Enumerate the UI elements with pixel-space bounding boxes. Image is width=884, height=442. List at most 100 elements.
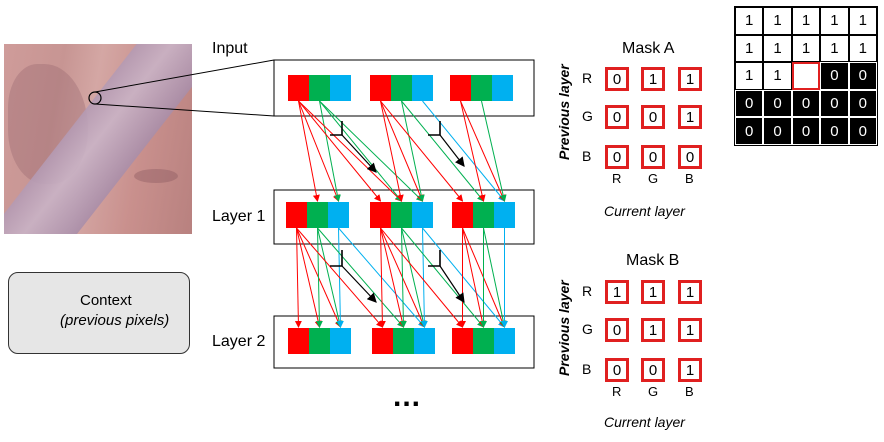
layer2-pixel-1-red xyxy=(288,328,309,354)
causal-mask-cell-1-1: 1 xyxy=(735,7,764,35)
mask-b-col-label-r: R xyxy=(612,384,622,399)
layer2-pixel-2-red xyxy=(372,328,393,354)
mask-b-cell-r-b: 1 xyxy=(678,280,702,304)
causal-mask-cell-3-4: 0 xyxy=(820,62,849,90)
layer1-pixel-3-blue xyxy=(494,202,515,228)
mask-b-col-axis-label: Current layer xyxy=(604,414,685,430)
context-legend-subtitle: (previous pixels) xyxy=(60,312,170,329)
connection-arrow-32 xyxy=(380,227,464,328)
mask-b-row-axis-label: Previous layer xyxy=(556,280,572,376)
connection-arrow-21 xyxy=(317,227,343,328)
mask-b-row-label-r: R xyxy=(582,283,593,299)
mask-b-cell-b-r: 0 xyxy=(605,358,629,382)
layer1-pixel-2-blue xyxy=(412,202,433,228)
mask-b-col-label-b: B xyxy=(685,384,694,399)
mask-a-cell-b-r: 0 xyxy=(605,145,629,169)
connection-arrow-26 xyxy=(378,227,386,328)
causal-mask-cell-5-4: 0 xyxy=(820,117,849,145)
layer1-pixel-1-red xyxy=(286,202,307,228)
connection-arrow-30 xyxy=(401,227,427,328)
layer2-pixel-3-blue xyxy=(494,328,515,354)
connection-arrow-20 xyxy=(315,227,323,328)
connection-arrow-15 xyxy=(460,100,506,202)
causal-mask-cell-1-2: 1 xyxy=(763,7,792,35)
layer2-pixel-1-blue xyxy=(330,328,351,354)
connection-arrow-39 xyxy=(483,227,507,328)
causal-mask-cell-3-3 xyxy=(791,62,821,90)
zoom-line-bottom xyxy=(94,103,275,117)
connection-arrows xyxy=(294,100,508,328)
mask-b-row-label-g: G xyxy=(582,321,593,337)
causal-mask-cell-3-5: 0 xyxy=(848,62,877,90)
connection-arrow-2 xyxy=(298,100,340,202)
connection-arrow-18 xyxy=(296,227,322,328)
mask-a-row-label-g: G xyxy=(582,108,593,124)
connection-arrow-6 xyxy=(319,100,403,202)
connection-arrow-13 xyxy=(422,100,506,202)
connection-arrow-1 xyxy=(298,100,320,202)
input-image xyxy=(4,44,192,234)
connection-arrow-16 xyxy=(481,100,507,202)
mask-a-cell-g-b: 1 xyxy=(678,105,702,129)
mask-b-cell-b-g: 0 xyxy=(641,358,665,382)
causal-mask-cell-3-2: 1 xyxy=(763,62,792,90)
causal-mask-cell-4-4: 0 xyxy=(820,89,849,118)
input-pixel-2-blue xyxy=(412,75,433,101)
mask-b-col-label-g: G xyxy=(648,384,659,399)
mask-b-cell-r-g: 1 xyxy=(641,280,665,304)
mask-b-cell-g-g: 1 xyxy=(641,318,665,342)
zoom-circle xyxy=(88,91,102,105)
causal-mask-cell-5-1: 0 xyxy=(735,117,764,145)
causal-mask-cell-2-1: 1 xyxy=(735,34,764,63)
connection-arrow-33 xyxy=(401,227,485,328)
causal-mask-cell-5-3: 0 xyxy=(791,117,821,145)
input-pixel-1-green xyxy=(309,75,330,101)
context-glyph-layer1-left xyxy=(330,250,377,303)
layer1-pixel-1-green xyxy=(307,202,328,228)
mask-b-title: Mask B xyxy=(626,252,680,269)
mask-a-col-label-g: G xyxy=(648,171,659,186)
ellipsis: ... xyxy=(393,380,422,413)
input-pixel-2-red xyxy=(370,75,391,101)
input-label: Input xyxy=(212,40,248,57)
mask-a-col-label-b: B xyxy=(685,171,694,186)
layer2-pixel-2-blue xyxy=(414,328,435,354)
input-pixel-3-green xyxy=(471,75,492,101)
mask-a-cell-b-b: 0 xyxy=(678,145,702,169)
causal-mask-cell-2-4: 1 xyxy=(820,34,849,63)
mask-a-cell-g-g: 0 xyxy=(641,105,665,129)
mask-b-cell-g-r: 0 xyxy=(605,318,629,342)
zoom-line-top xyxy=(94,59,275,93)
connection-arrow-9 xyxy=(380,100,424,202)
causal-mask-cell-1-3: 1 xyxy=(791,7,821,35)
causal-mask-cell-4-5: 0 xyxy=(848,89,877,118)
causal-mask-cell-4-3: 0 xyxy=(791,89,821,118)
connection-arrow-29 xyxy=(399,227,407,328)
context-glyph-layer1-right xyxy=(428,250,465,303)
causal-mask-cell-5-5: 0 xyxy=(848,117,877,145)
connection-arrow-5 xyxy=(298,100,403,202)
layer2-pixel-3-red xyxy=(452,328,473,354)
mask-b-row-label-b: B xyxy=(582,361,592,377)
connection-arrow-31 xyxy=(420,227,428,328)
connection-arrow-14 xyxy=(460,100,486,202)
connection-arrow-34 xyxy=(422,227,506,328)
image-eye-region xyxy=(134,169,178,183)
mask-a-row-label-b: B xyxy=(582,148,592,164)
layer2-pixel-2-green xyxy=(393,328,414,354)
connection-arrow-10 xyxy=(401,100,425,202)
causal-mask-cell-1-5: 1 xyxy=(848,7,877,35)
layer1-pixel-1-blue xyxy=(328,202,349,228)
mask-b-cell-g-b: 1 xyxy=(678,318,702,342)
causal-mask-cell-3-1: 1 xyxy=(735,62,764,90)
connection-arrow-17 xyxy=(294,227,302,328)
causal-mask-cell-4-1: 0 xyxy=(735,89,764,118)
connection-arrow-27 xyxy=(380,227,406,328)
connection-arrow-11 xyxy=(380,100,464,202)
context-glyph-input-right xyxy=(428,121,465,167)
input-pixel-3-blue xyxy=(492,75,513,101)
causal-mask-cell-1-4: 1 xyxy=(820,7,849,35)
mask-a-row-axis-label: Previous layer xyxy=(556,64,572,160)
causal-mask-cell-2-5: 1 xyxy=(848,34,877,63)
